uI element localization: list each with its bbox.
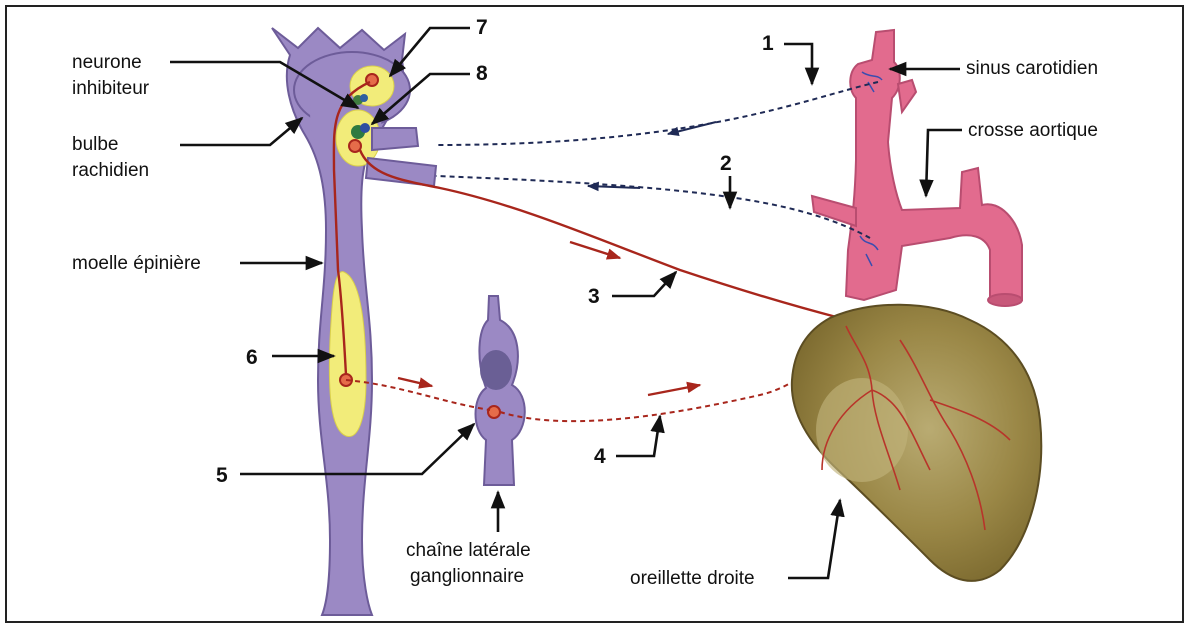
label-moelle: moelle épinière <box>72 253 201 274</box>
number-3: 3 <box>588 285 600 308</box>
aortic-nerve <box>436 176 870 238</box>
label-bulbe-line2: rachidien <box>72 160 149 181</box>
label-neurone-line2: inhibiteur <box>72 78 150 99</box>
number-2: 2 <box>720 152 732 175</box>
pointer-lines <box>170 28 962 578</box>
label-crosse: crosse aortique <box>968 120 1098 141</box>
sinus-nerve <box>436 82 878 145</box>
number-5: 5 <box>216 464 228 487</box>
direction-arrow-sinus-nerve <box>668 122 716 134</box>
label-sinus: sinus carotidien <box>966 58 1098 79</box>
label-chaine-line1: chaîne latérale <box>406 540 531 561</box>
direction-arrow-preganglionic <box>398 378 432 386</box>
direction-arrow-postganglionic <box>648 385 700 395</box>
label-oreillette: oreillette droite <box>630 568 755 589</box>
number-7: 7 <box>476 16 488 39</box>
label-neurone-line1: neurone <box>72 52 142 73</box>
number-4: 4 <box>594 445 606 468</box>
postganglionic-fiber <box>500 355 830 421</box>
number-1: 1 <box>762 32 774 55</box>
heart <box>792 305 1041 581</box>
label-bulbe-line1: bulbe <box>72 134 119 155</box>
label-chaine-line2: ganglionnaire <box>410 566 524 587</box>
spinal-cord <box>272 28 436 615</box>
ganglion-chain <box>476 296 525 485</box>
number-6: 6 <box>246 346 258 369</box>
number-8: 8 <box>476 62 488 85</box>
